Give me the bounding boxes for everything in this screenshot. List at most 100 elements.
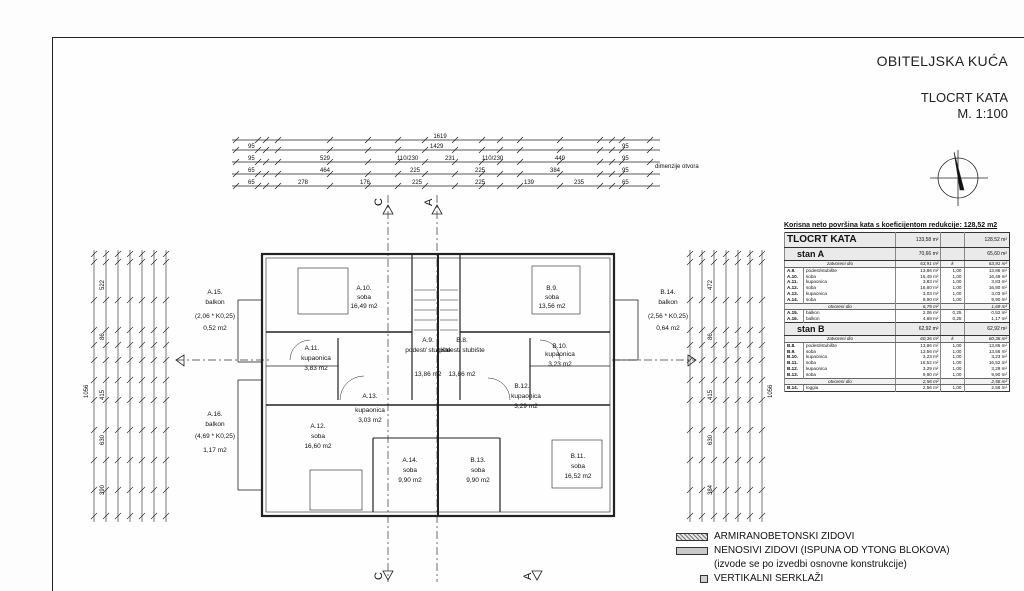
- square-swatch-icon: [700, 575, 708, 583]
- room-b9-code: B.9.: [546, 285, 558, 292]
- svg-text:95: 95: [248, 156, 255, 162]
- room-b8-name: podest/ stubište: [439, 347, 485, 354]
- room-b10-name: kupaonica: [545, 351, 575, 358]
- balcony-b14-area: 0,64 m2: [656, 325, 680, 332]
- room-b11-area: 16,52 m2: [564, 473, 591, 480]
- drawing-scale: M. 1:100: [957, 106, 1008, 121]
- fill-swatch-icon: [676, 547, 708, 555]
- room-b8-code: B.8.: [456, 337, 468, 344]
- svg-text:1056: 1056: [768, 384, 774, 398]
- top-dimension-chains: [232, 136, 660, 190]
- north-arrow-icon: [930, 150, 988, 206]
- top-dimension-texts: 1619 95 1429 95 95 529 110/230 231 110/2…: [248, 134, 699, 186]
- room-b13-name: soba: [471, 467, 485, 474]
- room-a13-name: kupaonica: [355, 407, 385, 414]
- room-a10-code: A.10.: [356, 285, 371, 292]
- section-a-bottom: A: [522, 572, 534, 580]
- room-b12-name: kupaonica: [511, 393, 541, 400]
- balcony-a16-name: balkon: [205, 421, 225, 428]
- balcony-a15-area: 0,52 m2: [203, 325, 227, 332]
- svg-text:449: 449: [555, 156, 566, 162]
- room-a14-code: A.14.: [402, 457, 417, 464]
- svg-text:95: 95: [248, 144, 255, 150]
- room-a14-area: 9,90 m2: [398, 477, 422, 484]
- balcony-a16-formula: (4,69 * K0,25): [195, 433, 235, 440]
- section-a-top: A: [423, 198, 435, 206]
- svg-text:95: 95: [622, 144, 629, 150]
- balcony-a16-code: A.16.: [207, 411, 222, 418]
- legend-note: (izvode se po izvedbi osnovne konstrukci…: [714, 559, 907, 570]
- balcony-a16-area: 1,17 m2: [203, 447, 227, 454]
- svg-text:86: 86: [708, 333, 714, 340]
- area-table: Korisna neto površina kata s koeficijent…: [784, 222, 1010, 393]
- svg-text:95: 95: [622, 156, 629, 162]
- drawing-title: OBITELJSKA KUĆA: [876, 53, 1008, 69]
- svg-text:110/230: 110/230: [482, 156, 504, 162]
- room-a13-code: A.13.: [362, 393, 377, 400]
- svg-text:225: 225: [475, 168, 486, 174]
- room-a12-name: soba: [311, 433, 325, 440]
- room-a9-name: podest/ stubište: [405, 347, 451, 354]
- room-a12-area: 16,60 m2: [304, 443, 331, 450]
- room-b13-code: B.13.: [470, 457, 485, 464]
- legend-item: NENOSIVI ZIDOVI (ISPUNA OD YTONG BLOKOVA…: [676, 544, 950, 558]
- balcony-b14-name: balkon: [658, 299, 678, 306]
- svg-text:235: 235: [574, 180, 585, 186]
- building-walls: [237, 252, 639, 518]
- svg-text:225: 225: [412, 180, 423, 186]
- legend: ARMIRANOBETONSKI ZIDOVI NENOSIVI ZIDOVI …: [676, 530, 950, 586]
- balcony-b14-code: B.14.: [660, 289, 675, 296]
- svg-text:65: 65: [248, 168, 255, 174]
- section-markers: C A C A: [175, 198, 697, 581]
- legend-item: ARMIRANOBETONSKI ZIDOVI: [676, 530, 950, 544]
- room-b12-code: B.12.: [514, 383, 529, 390]
- svg-text:472: 472: [708, 279, 714, 290]
- room-b10-area: 3,23 m2: [548, 361, 572, 368]
- room-b10-code: B.10.: [552, 343, 567, 350]
- room-b9-name: soba: [545, 294, 559, 301]
- room-a9-area: 13,86 m2: [414, 371, 441, 378]
- room-a11-code: A.11.: [305, 345, 320, 352]
- svg-text:139: 139: [524, 180, 535, 186]
- room-a10-name: soba: [357, 294, 371, 301]
- svg-text:384: 384: [550, 168, 561, 174]
- svg-text:231: 231: [445, 156, 456, 162]
- svg-text:529: 529: [320, 156, 331, 162]
- svg-text:415: 415: [708, 389, 714, 400]
- room-labels: A.10. soba 16,49 m2 A.11. kupaonica 3,83…: [195, 285, 688, 484]
- side-dimension-chains: [90, 250, 766, 522]
- section-c-bottom: C: [373, 572, 385, 580]
- svg-text:65: 65: [622, 180, 629, 186]
- room-b9-area: 13,56 m2: [538, 303, 565, 310]
- svg-text:278: 278: [298, 180, 309, 186]
- svg-text:464: 464: [320, 168, 331, 174]
- svg-text:1429: 1429: [430, 144, 444, 150]
- room-b11-code: B.11.: [571, 453, 586, 460]
- table-header-row: TLOCRT KATA 133,58 m² 128,52 m²: [784, 232, 1010, 248]
- room-b11-name: soba: [571, 463, 585, 470]
- room-a9-code: A.9.: [422, 337, 434, 344]
- room-b13-area: 9,90 m2: [466, 477, 490, 484]
- side-dimension-texts: 1056 522 86 415 630 390 1056 472 86 415 …: [84, 279, 774, 495]
- svg-text:384: 384: [708, 484, 714, 495]
- room-a14-name: soba: [403, 467, 417, 474]
